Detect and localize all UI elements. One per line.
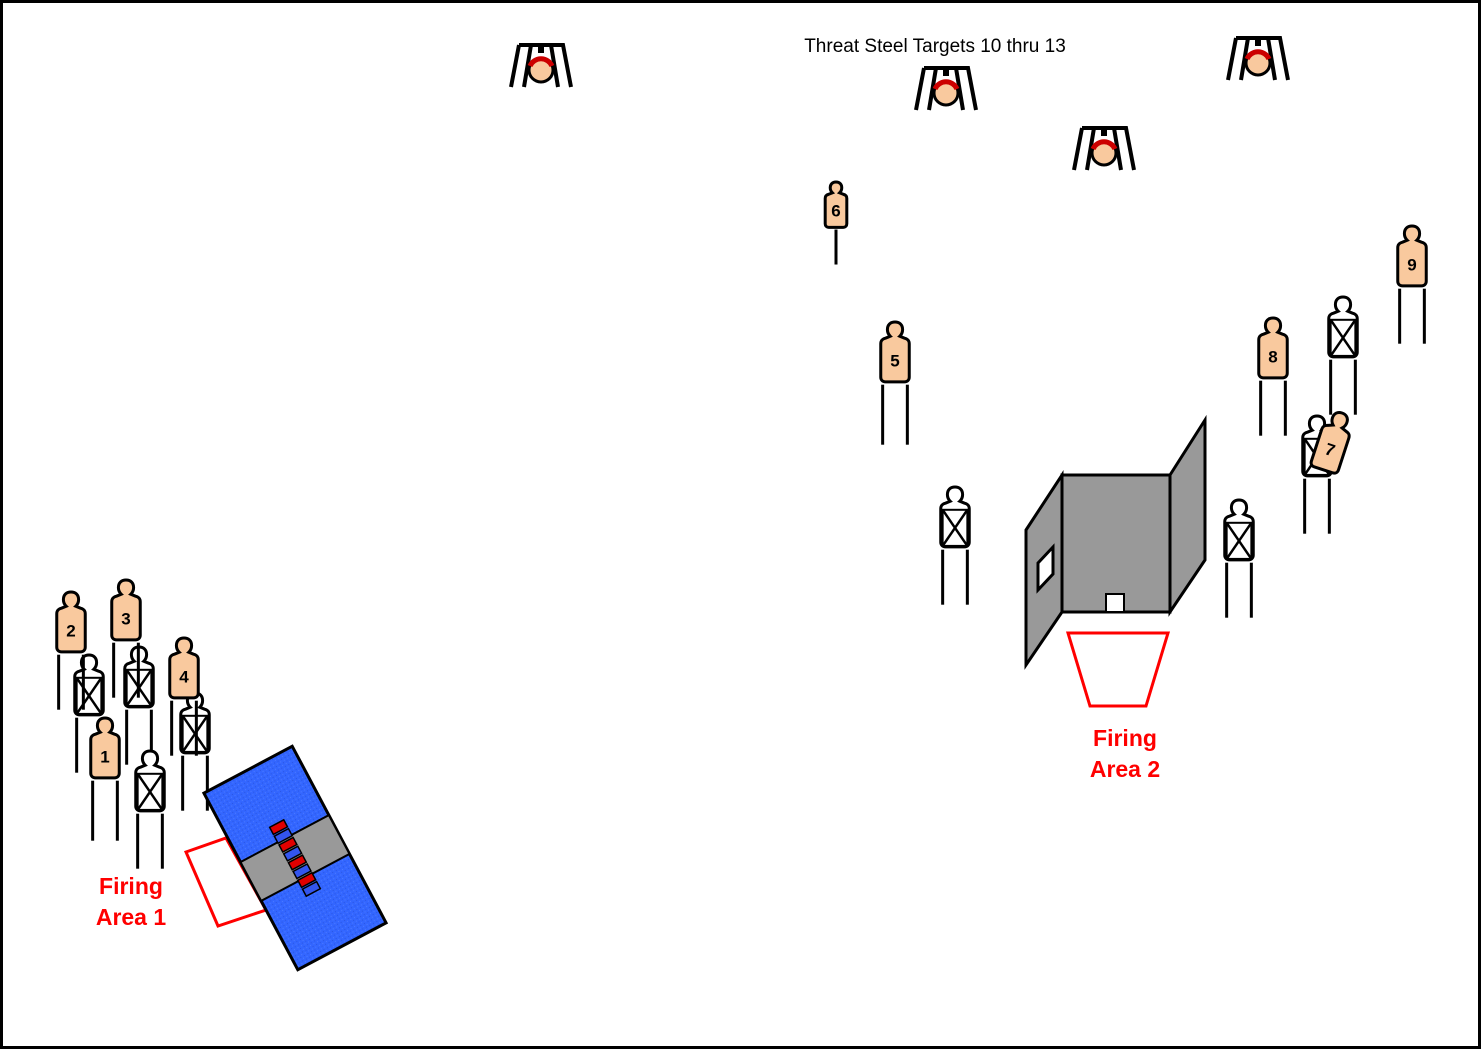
threat-target-number: 8	[1268, 347, 1277, 366]
table-barricade	[201, 744, 389, 972]
threat-target-number: 1	[100, 747, 109, 766]
threat-target-number: 6	[831, 202, 840, 221]
threat-target: 6	[823, 180, 849, 265]
steel-target	[1072, 126, 1136, 171]
threat-target: 3	[110, 578, 142, 698]
shoot-house-port	[1036, 543, 1055, 594]
threat-target: 7	[1309, 411, 1351, 475]
threat-target: 8	[1257, 316, 1289, 436]
table-slot	[296, 871, 317, 889]
threat-target: 9	[1396, 224, 1428, 344]
firing-area-2-line1: Firing	[1093, 725, 1157, 751]
threat-target: 5	[879, 320, 911, 445]
table-slot	[301, 880, 322, 898]
paper-targets-group: 1 2 3 4 5 6 7 8 9	[55, 180, 1428, 869]
threat-target-number: 9	[1407, 255, 1416, 274]
firing-area-1-line2: Area 1	[96, 904, 167, 930]
table-slot	[278, 836, 298, 854]
table-slots	[268, 818, 322, 898]
table-slot	[292, 862, 312, 880]
threat-target-number: 4	[179, 667, 189, 686]
no-shoot-target	[1327, 295, 1359, 415]
steel-target	[1226, 36, 1290, 81]
steel-target	[914, 66, 978, 111]
steel-targets-title: Threat Steel Targets 10 thru 13	[804, 36, 1066, 57]
table-slot	[268, 818, 289, 836]
steel-targets-group	[509, 36, 1290, 171]
no-shoot-target	[1223, 498, 1255, 618]
no-shoot-target	[134, 749, 166, 869]
threat-target-number: 2	[66, 621, 75, 640]
threat-target-number: 5	[890, 351, 899, 370]
threat-target: 1	[89, 716, 121, 841]
firing-area-2-box	[1065, 631, 1171, 708]
no-shoot-target	[939, 485, 971, 605]
firing-area-2-line2: Area 2	[1090, 756, 1160, 782]
steel-target	[509, 43, 573, 88]
threat-target-number: 3	[121, 609, 130, 628]
table-slot	[287, 854, 308, 871]
threat-target: 2	[55, 590, 87, 710]
shoot-house-back-wall	[1060, 473, 1172, 614]
table-slot	[282, 845, 303, 862]
threat-target: 4	[168, 636, 200, 756]
table-slot	[273, 827, 294, 845]
firing-area-1-line1: Firing	[99, 873, 163, 899]
shoot-house-right-wall	[1168, 414, 1207, 617]
shoot-house	[1024, 414, 1207, 670]
shoot-house-low-port	[1105, 593, 1125, 613]
